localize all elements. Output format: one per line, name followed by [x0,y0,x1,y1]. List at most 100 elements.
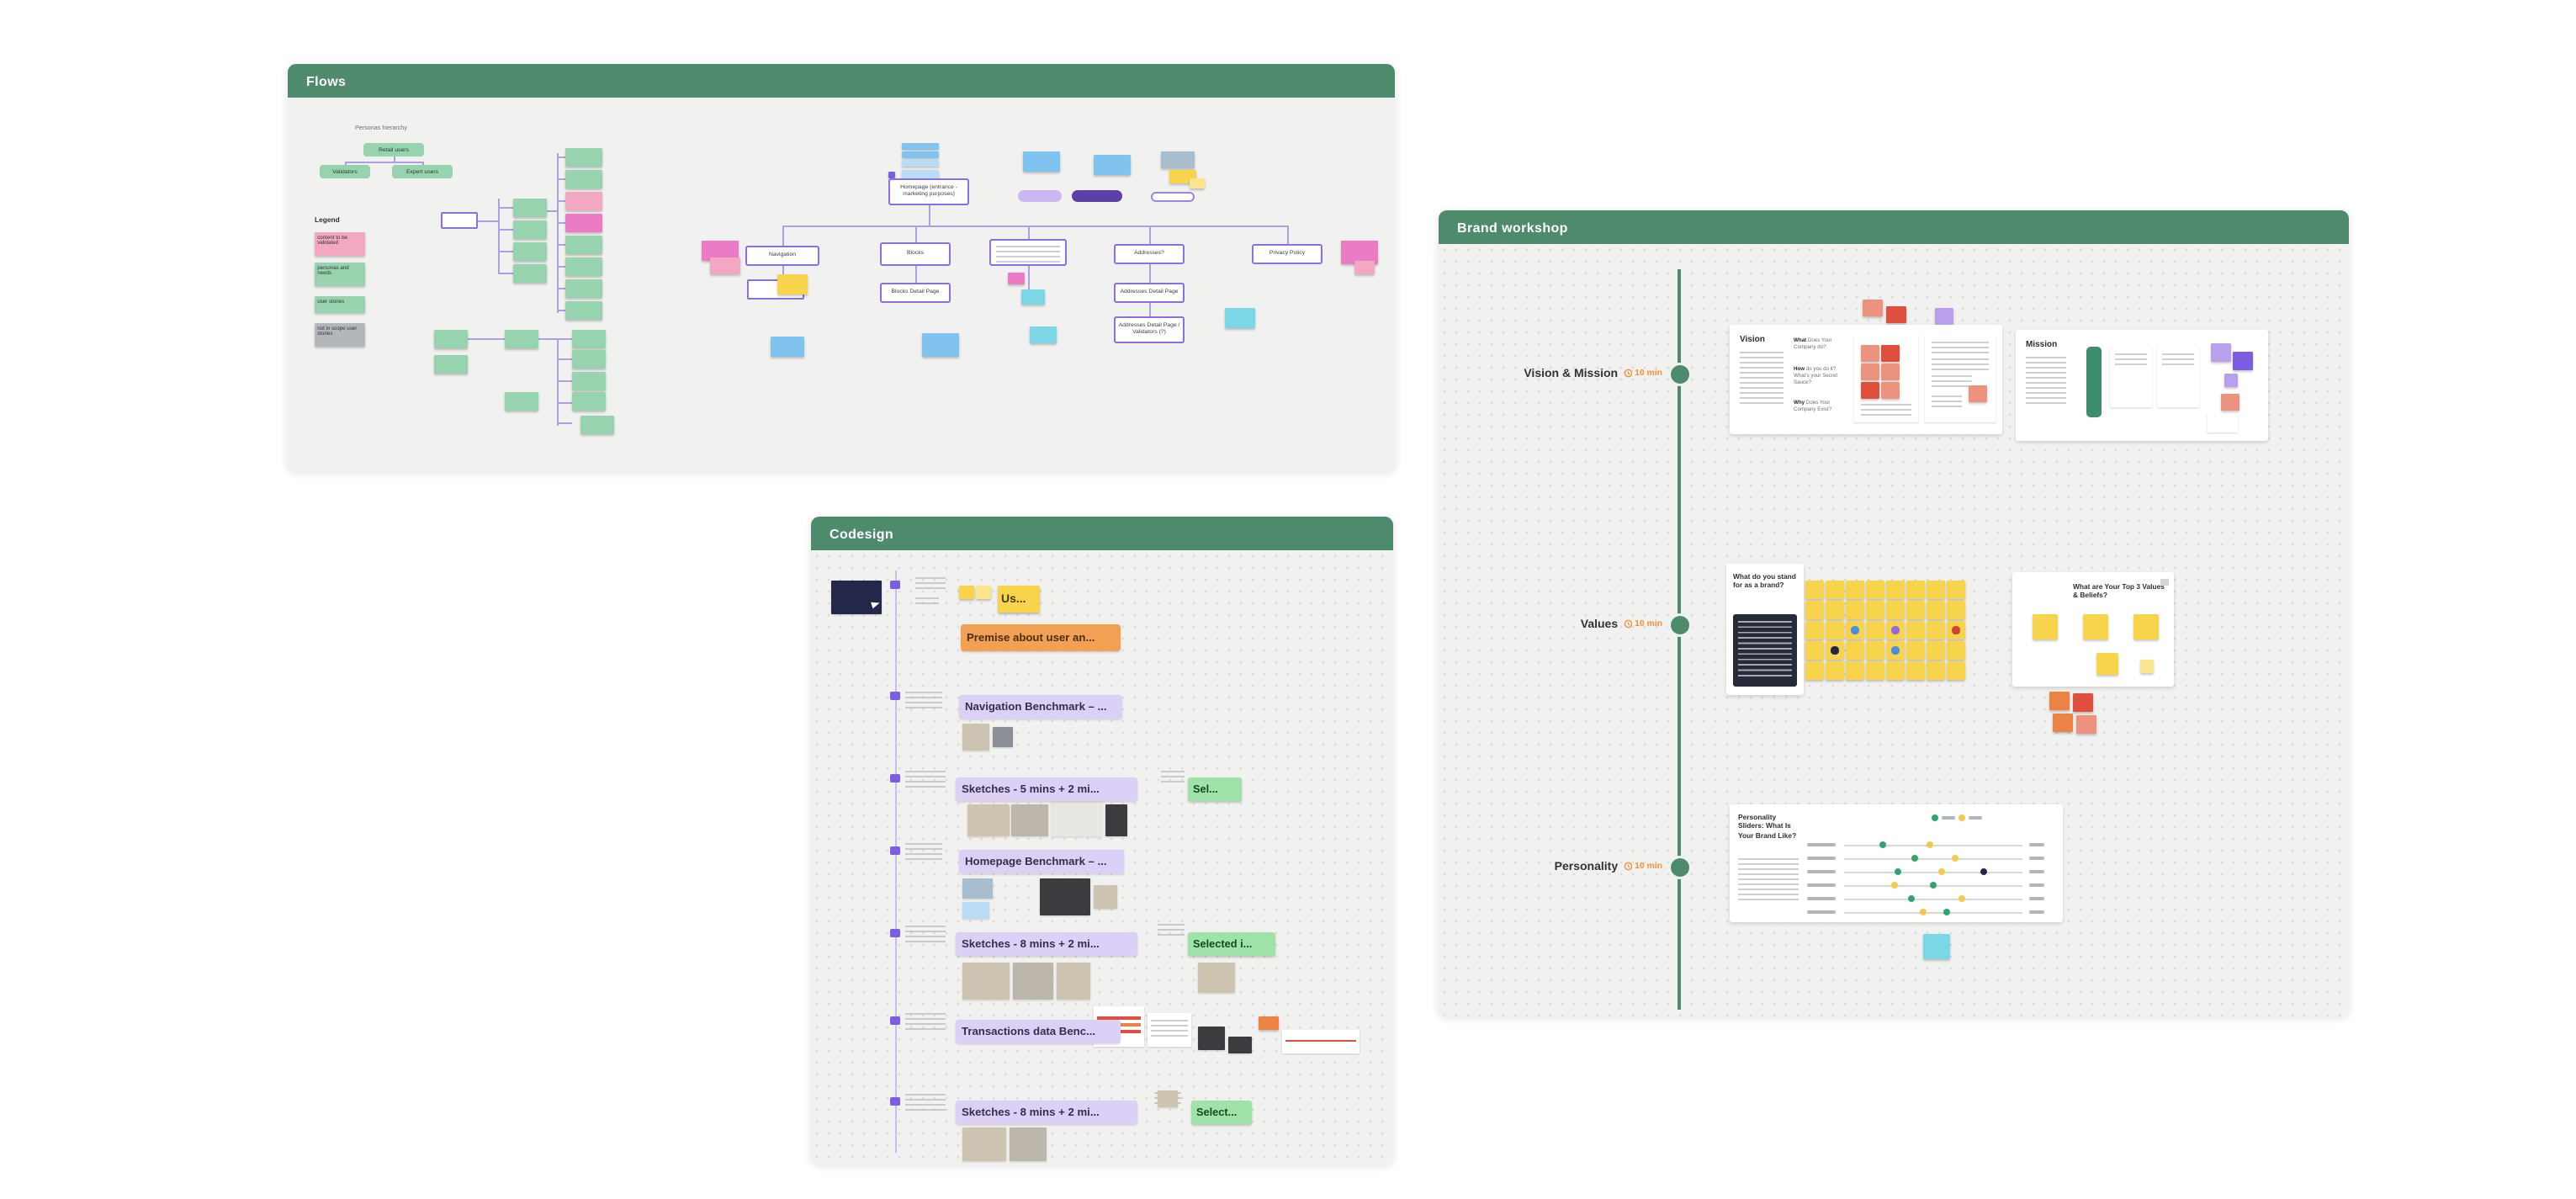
sticky-note[interactable] [565,148,602,167]
vote-dot[interactable] [1891,626,1900,634]
slider-dot[interactable] [1980,868,1987,876]
sticky-note[interactable] [1861,382,1879,399]
sticky-note[interactable] [1354,261,1375,274]
sticky-note[interactable] [2096,653,2118,675]
flow-box-addresses[interactable]: Addresses? [1114,244,1185,264]
values-sticky[interactable] [1927,641,1945,660]
thumbnail[interactable] [962,878,993,899]
slider-dot[interactable] [1926,841,1933,849]
thumbnail[interactable] [1094,885,1117,909]
thumbnail[interactable] [962,963,1010,1000]
thumbnail[interactable] [1105,804,1127,836]
slider-dot[interactable] [1894,868,1901,876]
slider-dot[interactable] [1919,909,1927,916]
values-sticky[interactable] [1866,581,1884,599]
thumbnail[interactable] [962,902,989,919]
values-sticky[interactable] [1805,661,1824,680]
thumbnail[interactable] [962,1127,1006,1161]
sticky-note[interactable] [1923,934,1950,959]
sticky-note[interactable] [2211,343,2231,362]
values-sticky[interactable] [1826,661,1844,680]
thumbnail[interactable] [1057,963,1090,1000]
values-sticky[interactable] [1947,641,1965,660]
sticky-note[interactable] [902,143,939,150]
slider-dot[interactable] [1908,895,1916,903]
values-sticky[interactable] [1846,581,1864,599]
slider-dot[interactable] [1890,882,1898,889]
values-sticky[interactable] [1846,641,1864,660]
sticky-note[interactable] [976,586,991,599]
sticky-note[interactable] [922,333,959,357]
vote-dot[interactable] [1891,646,1900,655]
sticky-note[interactable] [2073,693,2093,712]
sticky-note[interactable] [2033,614,2058,639]
persona-pill-expert[interactable]: Expert users [392,165,453,178]
thumbnail[interactable] [962,724,989,751]
sticky-note[interactable] [434,355,468,374]
sticky-note[interactable] [565,301,602,320]
sticky-note[interactable] [505,330,538,348]
frame-codesign[interactable]: Codesign Us... Premise about user an... … [811,517,1393,1165]
values-sticky[interactable] [1947,661,1965,680]
values-sticky[interactable] [1866,661,1884,680]
sticky-note[interactable] [1881,382,1900,399]
sticky-note[interactable] [565,192,602,210]
values-question-panel[interactable]: What do you stand for as a brand? [1726,564,1804,695]
values-sticky[interactable] [1805,641,1824,660]
flow-box-homepage[interactable]: Homepage (entrance - marketing purposes) [888,178,969,205]
sticky-note[interactable] [2076,715,2096,734]
sticky-note[interactable] [1886,306,1906,323]
sticky-note[interactable] [513,242,547,261]
values-sticky[interactable] [1805,601,1824,619]
legend-note-validate[interactable]: content to be validated [315,232,365,256]
values-sticky[interactable] [1906,641,1925,660]
label-pill[interactable] [1018,190,1062,202]
legend-dot[interactable] [1932,814,1938,821]
frame-brand-workshop[interactable]: Brand workshop Vision & Mission 10 min V… [1439,210,2349,1016]
sticky-note[interactable] [565,257,602,276]
thumbnail[interactable] [1010,1127,1047,1161]
sticky-note[interactable] [565,170,602,188]
selected-tag[interactable]: Sel... [1188,777,1242,801]
frame-flows[interactable]: Flows Personas hierarchy Retail users Va… [288,64,1395,471]
sticky-note[interactable] [572,350,606,369]
sticky-note[interactable] [565,279,602,298]
values-sticky[interactable] [1947,581,1965,599]
sticky-note[interactable] [888,172,895,178]
values-sticky[interactable] [1886,581,1905,599]
sticky-note[interactable] [1341,241,1378,264]
flow-box-blocks-detail[interactable]: Blocks Detail Page [880,283,951,303]
flow-box-addresses-detail[interactable]: Addresses Detail Page [1114,283,1185,303]
sticky-note[interactable] [771,337,804,357]
sticky-note[interactable] [2140,660,2154,673]
sticky-note[interactable] [902,160,939,167]
values-sticky[interactable] [1886,601,1905,619]
sticky-note[interactable] [513,264,547,283]
us-sticky-note[interactable]: Us... [998,586,1040,613]
sticky-note[interactable] [1881,363,1900,380]
milestone-dot[interactable] [1670,364,1688,383]
codesign-banner-navigation[interactable]: Navigation Benchmark – ... [959,695,1122,719]
vision-panel[interactable]: Vision What Does Your Company do? How do… [1730,325,2002,434]
slider-dot[interactable] [1911,855,1919,862]
sticky-note[interactable] [1225,308,1255,328]
flow-box-privacy[interactable]: Privacy Policy [1252,244,1322,264]
codesign-banner-sketches-8a[interactable]: Sketches - 8 mins + 2 mi... [956,932,1137,956]
sticky-note[interactable] [505,392,538,411]
values-sticky[interactable] [1805,581,1824,599]
color-bar[interactable] [2086,347,2102,417]
sticky-note[interactable] [1935,308,1953,325]
sticky-note[interactable] [959,586,974,599]
values-sticky[interactable] [1927,661,1945,680]
codesign-banner-homepage[interactable]: Homepage Benchmark – ... [959,850,1124,873]
sticky-note[interactable] [2083,614,2108,639]
values-sticky[interactable] [1906,661,1925,680]
sticky-note[interactable] [710,257,740,274]
sticky-note[interactable] [1161,151,1195,168]
values-sticky[interactable] [1886,661,1905,680]
slider-dot[interactable] [1943,909,1951,916]
values-sticky[interactable] [1805,621,1824,639]
sticky-note[interactable] [2224,374,2238,387]
sticky-note[interactable] [1094,155,1131,175]
codesign-banner-transactions[interactable]: Transactions data Benc... [956,1020,1121,1043]
